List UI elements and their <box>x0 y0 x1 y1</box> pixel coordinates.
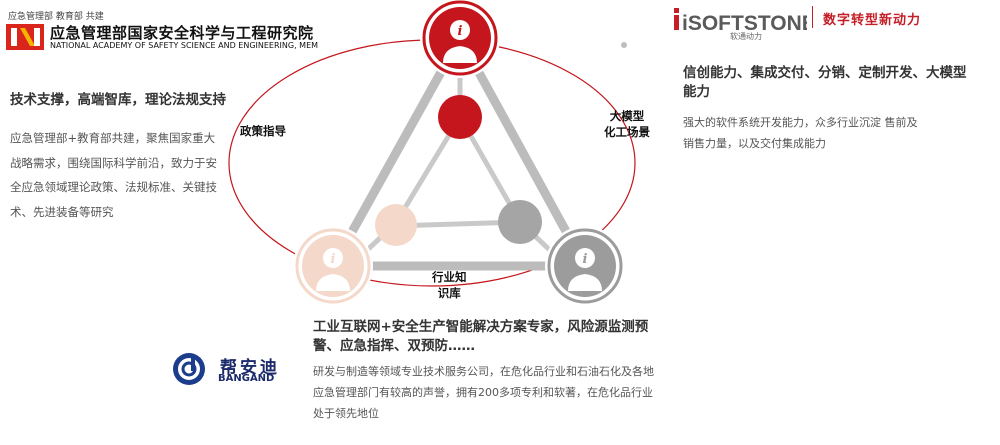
outer-triangle <box>328 33 590 271</box>
bangand-name-cn: 帮安迪 <box>220 358 280 378</box>
label-llm: 大模型 <box>609 109 645 123</box>
academy-cobuild-text: 应急管理部 教育部 共建 <box>8 12 104 22</box>
bangand-name-en: BANGAND <box>218 373 275 384</box>
isoftstone-heading: 信创能力、集成交付、分销、定制开发、大模型能力 <box>683 65 967 100</box>
inner-node-left <box>375 204 417 246</box>
isoftstone-separator <box>812 6 813 28</box>
isoftstone-logo-subtext: 软通动力 <box>730 31 762 40</box>
person-info-icon-right: i <box>568 248 602 291</box>
academy-logo-icon <box>6 24 44 50</box>
inner-triangle <box>389 112 525 229</box>
academy-description: 应急管理部+教育部共建，聚焦国家重大战略需求，围绕国际科学前沿，致力于安全应急领… <box>10 131 217 219</box>
person-info-icon-top: i <box>443 20 477 63</box>
isoftstone-logo: iSOFTSTONE 软通动力 <box>674 8 807 40</box>
label-policy-guidance: 政策指导 <box>240 124 286 138</box>
bangand-description: 研发与制造等领域专业技术服务公司，在危化品行业和石油石化及各地应急管理部门有较高… <box>313 365 654 420</box>
isoftstone-slogan: 数字转型新动力 <box>823 13 922 28</box>
academy-heading: 技术支撑，高端智库，理论法规支持 <box>10 92 226 108</box>
label-chemical-scene: 化工场景 <box>604 125 650 139</box>
academy-name-cn: 应急管理部国家安全科学与工程研究院 <box>50 24 314 42</box>
label-industry-knowledge: 行业知 <box>432 270 467 284</box>
isoftstone-description: 强大的软件系统开发能力，众多行业沉淀 售前及销售力量，以及交付集成能力 <box>683 116 918 150</box>
person-info-icon-left: i <box>316 248 350 291</box>
ellipse-marker-dot <box>621 42 627 48</box>
label-base: 识库 <box>437 286 461 300</box>
svg-text:i: i <box>458 24 463 39</box>
inner-node-top <box>438 95 482 139</box>
label-llm-chemical-scene: 大模型 化工场景 <box>604 108 650 140</box>
academy-name-en: NATIONAL ACADEMY OF SAFETY SCIENCE AND E… <box>50 41 319 50</box>
isoftstone-logo-text: iSOFTSTONE <box>682 12 807 35</box>
inner-node-right <box>498 200 542 244</box>
svg-text:i: i <box>331 252 336 267</box>
label-industry-knowledge-base: 行业知 识库 <box>432 269 467 301</box>
bangand-logo-icon <box>173 353 205 385</box>
svg-text:i: i <box>583 252 588 267</box>
bangand-heading: 工业互联网+安全生产智能解决方案专家，风险源监测预警、应急指挥、双预防…… <box>313 319 649 354</box>
